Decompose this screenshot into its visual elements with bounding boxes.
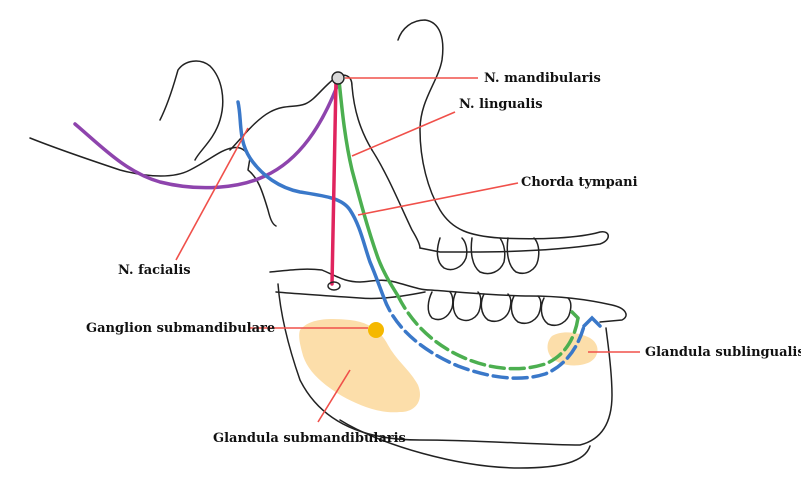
condyle-outline: [160, 61, 223, 160]
maxilla-outline: [398, 20, 608, 252]
foramen-ovale: [332, 72, 344, 84]
label-n-mandibularis: N. mandibularis: [484, 71, 601, 86]
mylohyoid-line: [276, 292, 425, 299]
upper-tooth-3: [507, 238, 539, 273]
mandibular-foramen: [328, 282, 340, 290]
chorda-tympani-tip: [584, 318, 600, 326]
label-chorda-tympani: Chorda tympani: [521, 175, 638, 190]
ramus-back-outline: [372, 150, 420, 248]
pointer-chorda-tympani: [358, 183, 518, 215]
lower-tooth-3: [481, 294, 510, 321]
bone-outlines: [30, 20, 626, 468]
label-n-facialis: N. facialis: [118, 263, 191, 278]
lower-tooth-2: [453, 292, 481, 320]
label-n-lingualis: N. lingualis: [459, 97, 543, 112]
lower-tooth-5: [541, 298, 570, 325]
mandibular-nerve: [332, 80, 336, 284]
submandibular-ganglion: [368, 322, 384, 338]
pointer-lines: [176, 78, 640, 422]
temporal-outline: [230, 75, 372, 150]
upper-tooth-1: [437, 238, 466, 270]
lower-tooth-4: [511, 296, 540, 323]
label-glandula-sublingualis: Glandula sublingualis: [645, 345, 801, 360]
submandibular-gland: [299, 319, 420, 412]
pointer-n-facialis: [176, 128, 248, 260]
facial-nerve: [75, 84, 338, 188]
lingual-nerve-tip: [572, 312, 578, 318]
lingual-nerve-dashed: [398, 296, 578, 369]
lingual-nerve-solid: [339, 80, 398, 296]
pointer-n-lingualis: [352, 112, 455, 156]
upper-tooth-2: [471, 238, 505, 274]
label-glandula-submandibularis: Glandula submandibularis: [213, 431, 406, 446]
zygomatic-outline: [30, 138, 276, 226]
lower-tooth-1: [428, 292, 453, 320]
label-ganglion-submandibulare: Ganglion submandibulare: [86, 321, 275, 336]
